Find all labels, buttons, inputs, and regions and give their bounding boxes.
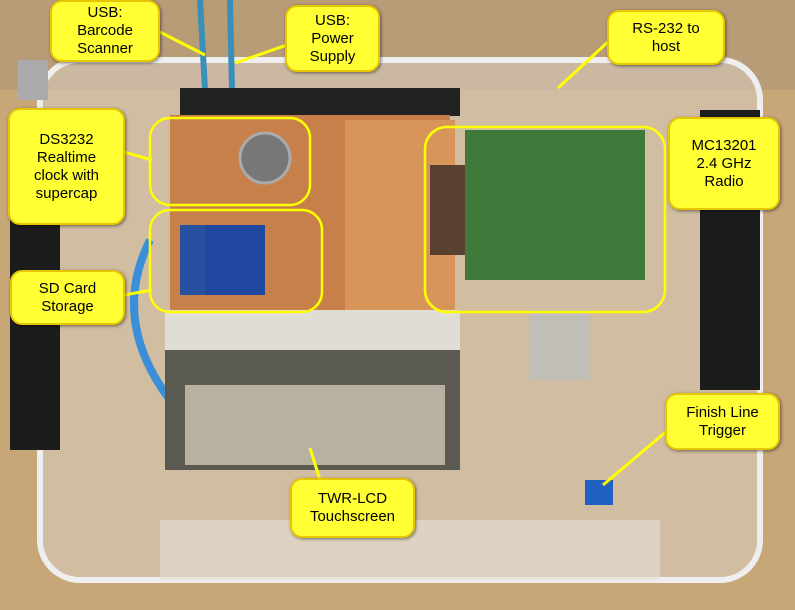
sd-highlight <box>148 208 324 314</box>
callout-finish-line: Finish Line Trigger <box>665 393 780 450</box>
rtc-highlight <box>148 116 312 207</box>
radio-board <box>465 130 645 280</box>
callout-sd-card: SD Card Storage <box>10 270 125 325</box>
callout-usb-barcode: USB: Barcode Scanner <box>50 0 160 62</box>
callout-rs232: RS-232 to host <box>607 10 725 65</box>
callout-mc13201: MC13201 2.4 GHz Radio <box>668 117 780 210</box>
edge-connector <box>180 88 460 116</box>
callout-ds3232: DS3232 Realtime clock with supercap <box>8 108 125 225</box>
lcd-screen <box>185 385 445 465</box>
supercap <box>238 131 292 185</box>
callout-usb-power: USB: Power Supply <box>285 5 380 72</box>
trigger-switch <box>585 480 613 505</box>
callout-twr-lcd: TWR-LCD Touchscreen <box>290 478 415 538</box>
radio-highlight <box>423 125 667 314</box>
